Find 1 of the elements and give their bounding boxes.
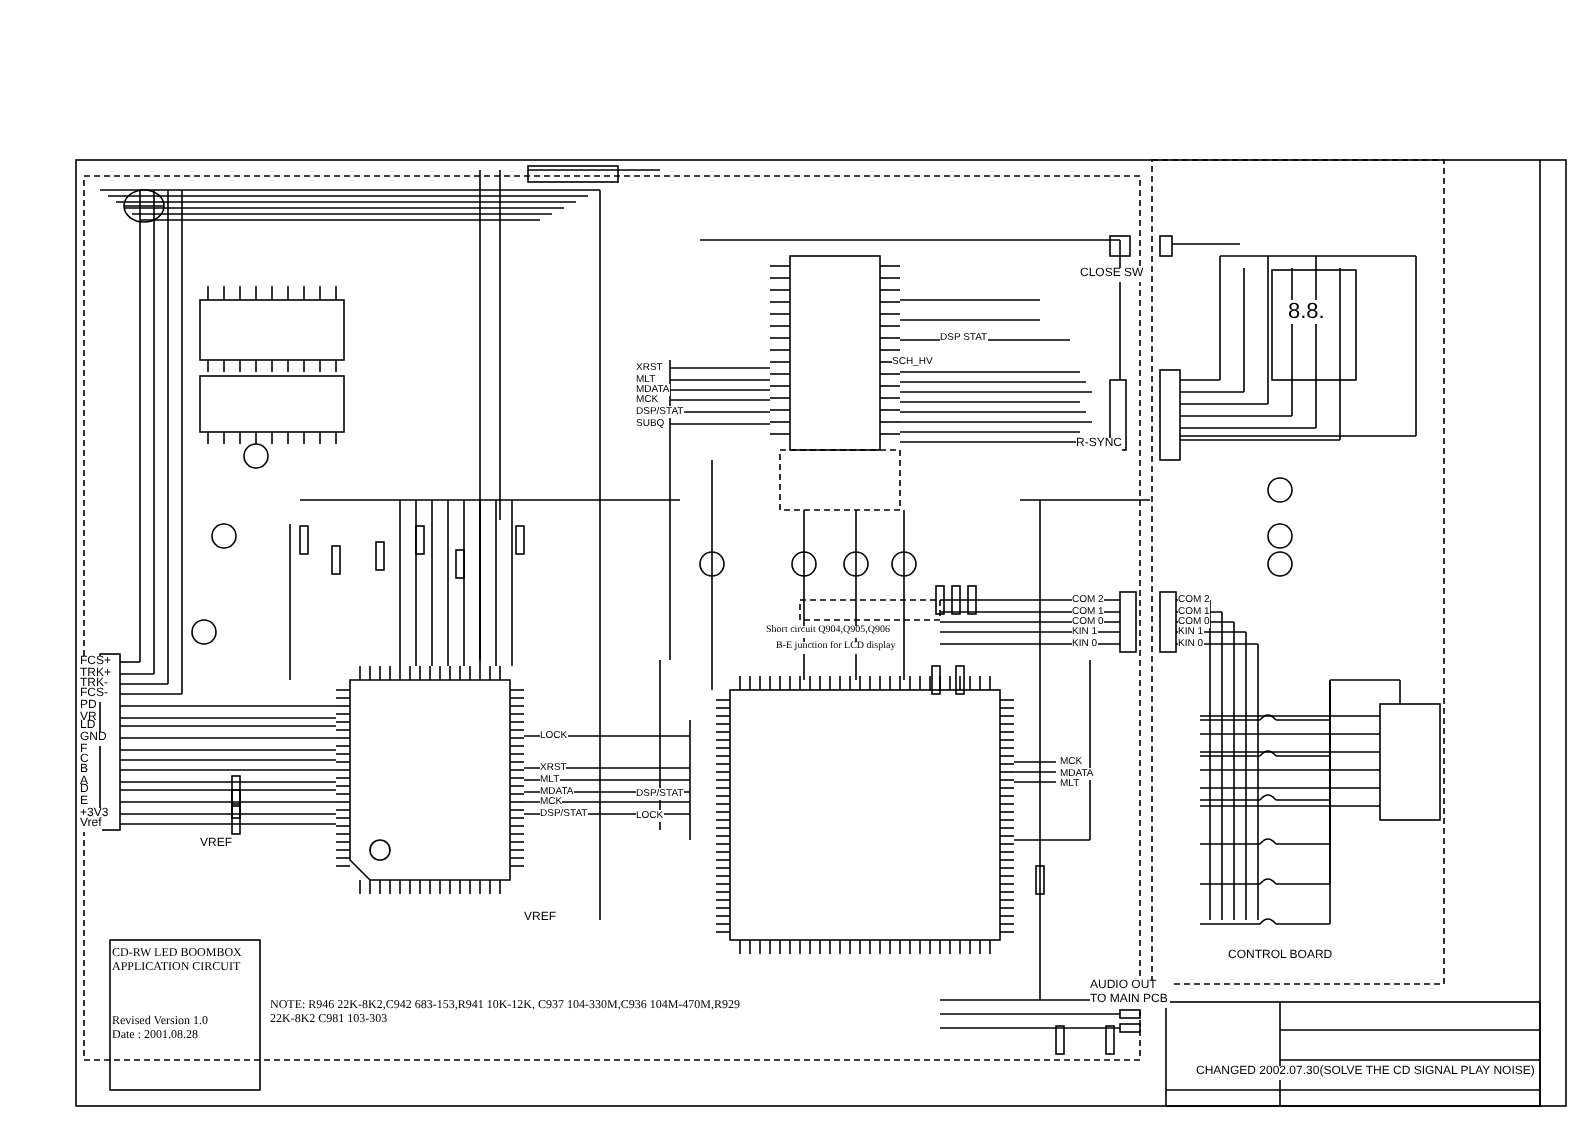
display-digits: 8.8. bbox=[1288, 300, 1325, 324]
